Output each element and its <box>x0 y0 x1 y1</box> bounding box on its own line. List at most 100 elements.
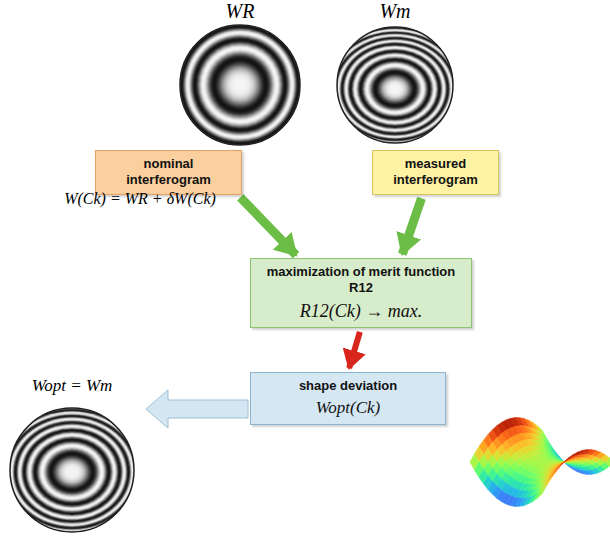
fringe-ring <box>356 56 435 123</box>
fringe-ring <box>0 402 153 540</box>
fringe-ring <box>192 37 287 132</box>
interferogram-rim <box>10 408 134 532</box>
fringe-ring <box>211 56 270 115</box>
fringe-ring <box>53 456 90 489</box>
fringe-ring <box>66 467 78 477</box>
fringe-ring <box>317 23 473 155</box>
fringe-ring <box>374 71 415 106</box>
fringe-ring <box>188 33 292 137</box>
fringe-ring <box>0 396 159 540</box>
fringe-ring <box>180 25 300 145</box>
fringe-ring <box>323 28 467 151</box>
fringe-ring <box>182 27 298 143</box>
fringe-ring <box>0 408 146 537</box>
fringe-ring <box>220 65 260 105</box>
fringe-ring <box>25 431 120 514</box>
fringe-ring <box>3 412 141 532</box>
fringe-ring <box>386 81 405 97</box>
fringe-ring <box>18 425 126 520</box>
fringe-ring <box>351 52 439 127</box>
fringe-ring <box>59 461 85 483</box>
fringe-ring <box>368 66 422 112</box>
fringe-ring <box>387 83 402 96</box>
fringe-ring <box>177 22 304 149</box>
fringe-ring <box>31 436 114 508</box>
fringe-ring <box>47 451 96 494</box>
fringe-ring <box>377 74 413 104</box>
process-box: measured interferogram <box>372 150 499 195</box>
fringe-ring <box>348 49 442 129</box>
fringe-ring <box>28 433 117 510</box>
fringe-ring <box>235 80 245 90</box>
fringe-ring <box>365 64 425 115</box>
fringe-ring <box>9 417 135 527</box>
box-title: shape deviation <box>257 378 439 394</box>
fringe-ring <box>185 30 296 141</box>
fringe-ring <box>379 75 411 102</box>
fringe-ring <box>321 26 469 152</box>
fringe-ring <box>357 57 432 121</box>
fringe-ring <box>333 36 457 141</box>
fringe-ring <box>199 44 280 125</box>
fringe-ring <box>21 427 123 516</box>
fringe-ring <box>13 420 131 523</box>
fringe-ring <box>0 400 155 540</box>
fringe-ring <box>63 464 81 479</box>
fringe-ring <box>330 34 459 144</box>
fringe-ring <box>229 74 252 97</box>
fringe-ring <box>198 43 283 128</box>
fringe-ring <box>226 71 254 99</box>
fringe-ring <box>236 81 245 90</box>
fringe-ring <box>162 7 318 163</box>
process-box: nominal interferogram <box>95 150 242 195</box>
fringe-ring <box>41 445 102 498</box>
fringe-ring <box>214 59 266 111</box>
fringe-ring <box>325 29 466 148</box>
fringe-ring <box>318 24 472 155</box>
fringe-ring <box>378 75 412 104</box>
fringe-ring <box>8 416 136 528</box>
fringe-ring <box>37 441 108 503</box>
fringe-ring <box>58 460 86 484</box>
fringe-ring <box>225 70 254 99</box>
fringe-ring <box>186 31 293 138</box>
fringe-ring <box>181 26 299 144</box>
fringe-ring <box>389 84 400 94</box>
fringe-ring <box>49 452 94 492</box>
flow-arrow <box>240 197 296 255</box>
fringe-ring <box>393 87 397 90</box>
fringe-ring <box>361 60 429 117</box>
fringe-ring <box>369 67 422 112</box>
box-title: maximization of merit function R12 <box>257 264 465 297</box>
fringe-ring <box>1 410 143 534</box>
fringe-ring <box>232 77 248 93</box>
surface-patch <box>533 490 542 501</box>
fringe-ring <box>0 403 151 540</box>
fringe-ring <box>195 40 285 130</box>
fringe-ring <box>371 68 420 109</box>
fringe-ring <box>0 395 160 540</box>
fringe-ring <box>326 30 465 148</box>
fringe-ring <box>55 457 88 486</box>
fringe-ring <box>187 32 293 138</box>
fringe-ring <box>316 22 474 156</box>
fringe-ring <box>360 60 429 119</box>
fringe-ring <box>174 19 306 151</box>
fringe-ring <box>383 79 407 100</box>
fringe-ring <box>203 48 278 123</box>
fringe-ring <box>26 432 119 513</box>
fringe-ring <box>62 463 82 480</box>
fringe-ring <box>353 53 437 125</box>
fringe-ring <box>355 55 436 123</box>
fringe-ring <box>227 72 253 98</box>
fringe-ring <box>315 21 475 156</box>
fringe-ring <box>168 13 312 157</box>
fringe-ring <box>238 83 241 86</box>
fringe-ring <box>202 47 278 123</box>
formula-label: W(Ck) = WR + δW(Ck) <box>64 190 216 208</box>
fringe-ring <box>388 83 401 94</box>
fringe-ring <box>65 466 79 478</box>
fringe-ring <box>14 421 130 522</box>
fringe-ring <box>0 395 161 540</box>
fringe-ring <box>183 28 297 142</box>
